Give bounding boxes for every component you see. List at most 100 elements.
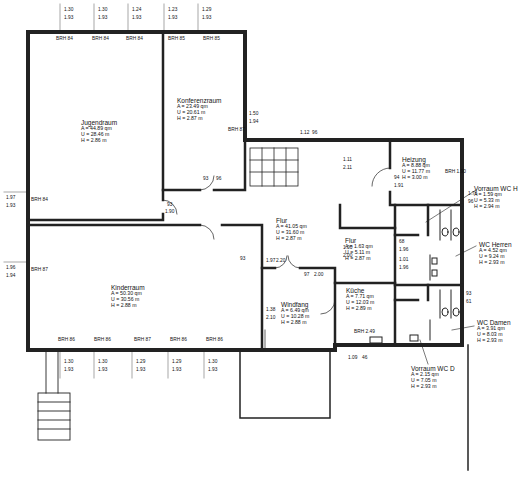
sill-height: BRH 85: [168, 37, 185, 42]
sill-height: BRH 84: [56, 37, 73, 42]
dimension: 2.00: [314, 273, 323, 278]
dimension: 1.29: [202, 8, 211, 13]
room-name: WC Damen: [477, 319, 512, 326]
dimension-ticks: [4, 4, 204, 378]
room-name: Vorraum WC H: [474, 185, 519, 192]
room-label: HeizungA = 8.88 qmU = 11.77 mH = 3.00 m: [401, 155, 433, 184]
dimension: 1.93: [208, 368, 217, 373]
dimension: 46: [362, 356, 367, 361]
dimension: 1.29: [172, 360, 181, 365]
dimension: 93: [167, 203, 172, 208]
dimension: 1.38: [266, 308, 275, 313]
dimension: 1.12: [300, 131, 309, 136]
dimension: 1.91: [394, 184, 403, 189]
dimension: 1.97: [6, 196, 15, 201]
sill-height: BRH 87: [228, 128, 245, 133]
dimension: 1.93: [98, 368, 107, 373]
dimension: 1.93: [6, 204, 15, 209]
room-label: KücheA = 7.71 qmU = 12.03 mH = 2.89 m: [345, 286, 377, 315]
dimension: 97: [304, 273, 309, 278]
leader-lines: [420, 190, 476, 364]
dimension: 2.00: [343, 254, 352, 259]
dimension: 2.11: [343, 166, 352, 171]
room-measure: H = 2.89 m: [346, 306, 376, 312]
dimension: 1.93: [172, 368, 181, 373]
dimension: 2.10: [266, 316, 275, 321]
dimension: 61: [466, 300, 471, 305]
dimension: 1.00: [343, 246, 352, 251]
dimension: 1.97: [266, 259, 275, 264]
room-name: WC Herren: [479, 241, 513, 248]
dimension: 1.30: [64, 360, 73, 365]
sill-height: BRH 1.90: [445, 170, 466, 175]
dimension: 68: [399, 240, 404, 245]
dimension: 1.30: [64, 8, 73, 13]
door-swings: [163, 168, 390, 350]
outer-wall: [28, 32, 462, 350]
dimension: 1.93: [202, 16, 211, 21]
dimension: 1.93: [64, 368, 73, 373]
dimension: 1.96: [6, 266, 15, 271]
dimension: 1.93: [168, 16, 177, 21]
dimension: 1.94: [6, 274, 15, 279]
room-measure: H = 2.88 m: [281, 320, 311, 326]
room-measure: H = 2.88 m: [111, 303, 146, 309]
dimension: 1.24: [132, 8, 141, 13]
dimension: 1.93: [98, 16, 107, 21]
room-label: WC DamenA = 3.91 qmU = 8.03 mH = 2.93 m: [476, 318, 513, 347]
room-name: Windfang: [281, 301, 311, 308]
sill-height: BRH 86: [94, 338, 111, 343]
dimension: 93: [466, 292, 471, 297]
sill-height: BRH 87: [31, 268, 48, 273]
room-label: Vorraum WC HA = 1.59 qmU = 5.33 mH = 2.9…: [473, 184, 520, 213]
dimension: 94: [394, 176, 399, 181]
dimension: 1.93: [64, 16, 73, 21]
dimension: 1.76: [468, 192, 477, 197]
dimension: 1.30: [98, 8, 107, 13]
room-name: Jugendraum: [81, 119, 119, 126]
dimension: 1.29: [136, 360, 145, 365]
dimension: 1.11: [343, 158, 352, 163]
room-label: FlurA = 41.05 qmU = 31.60 mH = 2.87 m: [275, 216, 309, 245]
dimension: 96: [468, 200, 473, 205]
dimension: 1.96: [399, 266, 408, 271]
room-measure: H = 2.93 m: [479, 260, 513, 266]
sill-height: BRH 84: [92, 37, 109, 42]
room-measure: H = 2.93 m: [411, 384, 456, 390]
sill-height: BRH 85: [203, 37, 220, 42]
sill-height: BRH 84: [126, 37, 143, 42]
room-name: Küche: [346, 287, 376, 294]
dimension: 1.93: [132, 16, 141, 21]
room-name: Vorraum WC D: [411, 365, 456, 372]
room-measure: H = 2.93 m: [477, 338, 512, 344]
sill-height: BRH 86: [170, 338, 187, 343]
dimension: 1.93: [136, 368, 145, 373]
dimension: 1.30: [208, 360, 217, 365]
dimension: 96: [216, 177, 221, 182]
sill-height: BRH 86: [206, 338, 223, 343]
room-label: WC HerrenA = 4.52 qmU = 9.24 mH = 2.93 m: [478, 240, 514, 269]
room-measure: H = 2.87 m: [276, 236, 308, 242]
toilets: [370, 228, 459, 343]
room-name: Flur: [276, 217, 308, 224]
dimension: 93: [240, 257, 245, 262]
room-name: Konferenzraum: [177, 97, 223, 104]
dimension: 96: [312, 131, 317, 136]
dimension: 93: [203, 177, 208, 182]
dimension: 1.50: [249, 112, 258, 117]
terrace: [240, 345, 468, 470]
sill-height: BRH 86: [58, 338, 75, 343]
dimension: 2.20: [276, 259, 285, 264]
sill-height: BRH 84: [31, 198, 48, 203]
stall-walls: [430, 210, 451, 340]
dimension: 1.96: [399, 248, 408, 253]
room-measure: H = 2.86 m: [81, 138, 119, 144]
room-measure: H = 2.94 m: [474, 204, 519, 210]
room-label: JugendraumA = 44.89 qmU = 28.46 mH = 2.8…: [80, 118, 120, 147]
dimension: 1.30: [98, 360, 107, 365]
room-measure: H = 2.87 m: [177, 116, 223, 122]
room-name: Kinderraum: [111, 284, 146, 291]
room-name: Heizung: [402, 156, 432, 163]
dimension: 1.09: [348, 356, 357, 361]
room-label: Vorraum WC DA = 2.15 qmU = 7.05 mH = 2.9…: [410, 364, 457, 393]
